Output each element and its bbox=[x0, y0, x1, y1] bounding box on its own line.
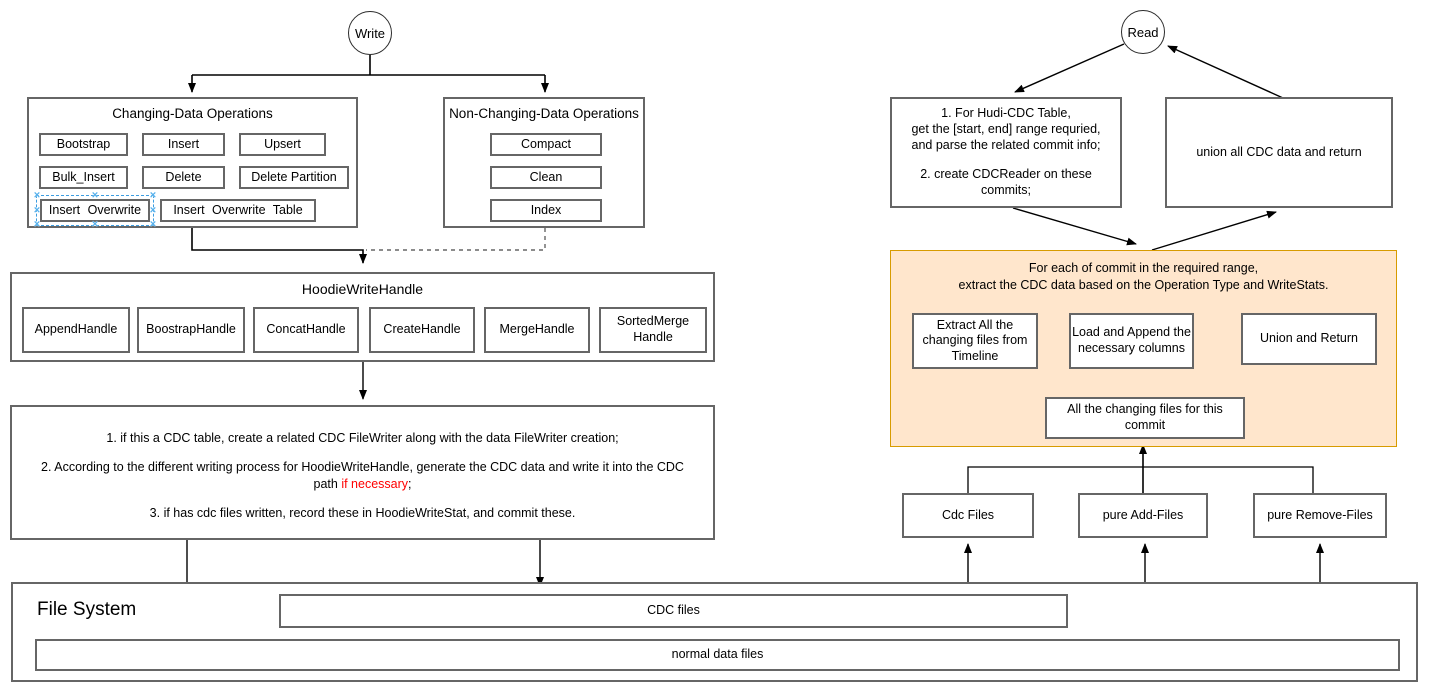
write-start-node[interactable]: Write bbox=[348, 11, 392, 55]
op-bootstrap-label: Bootstrap bbox=[56, 136, 111, 151]
op-delete[interactable]: Delete bbox=[142, 166, 225, 189]
boostrap-handle-label: BoostrapHandle bbox=[146, 322, 236, 337]
file-system-title: File System bbox=[37, 599, 137, 620]
op-compact[interactable]: Compact bbox=[490, 133, 602, 156]
op-compact-label: Compact bbox=[520, 136, 572, 151]
pure-remove-files-box[interactable]: pure Remove-Files bbox=[1253, 493, 1387, 538]
normal-data-files-store[interactable]: normal data files bbox=[35, 639, 1400, 671]
boostrap-handle[interactable]: BoostrapHandle bbox=[137, 307, 245, 353]
op-clean[interactable]: Clean bbox=[490, 166, 602, 189]
cdc-step-3: 3. if has cdc files written, record thes… bbox=[149, 505, 576, 520]
load-append-columns-box[interactable]: Load and Append the necessary columns bbox=[1069, 313, 1194, 369]
op-insert-overwrite-label: Insert Overwrite bbox=[48, 202, 142, 217]
selection-handle[interactable]: × bbox=[149, 189, 157, 202]
prepare-line-1: 1. For Hudi-CDC Table, bbox=[941, 106, 1071, 121]
normal-data-files-store-label: normal data files bbox=[671, 647, 764, 662]
pure-add-files-label: pure Add-Files bbox=[1102, 507, 1184, 522]
file-system-container[interactable]: File System CDC files normal data files bbox=[11, 582, 1418, 682]
op-bootstrap[interactable]: Bootstrap bbox=[39, 133, 128, 156]
changing-ops-group[interactable]: Changing-Data Operations Bootstrap Inser… bbox=[27, 97, 358, 231]
pure-add-files-box[interactable]: pure Add-Files bbox=[1078, 493, 1208, 538]
selection-handle[interactable]: × bbox=[149, 218, 157, 231]
load-append-columns-label: Load and Append the necessary columns bbox=[1072, 325, 1191, 355]
op-delete-partition[interactable]: Delete Partition bbox=[239, 166, 349, 189]
all-changing-files-box[interactable]: All the changing files for this commit bbox=[1045, 397, 1245, 439]
selection-handle[interactable]: × bbox=[149, 204, 157, 216]
write-label: Write bbox=[354, 25, 386, 41]
create-handle[interactable]: CreateHandle bbox=[369, 307, 475, 353]
cdc-files-group-box[interactable]: Cdc Files bbox=[902, 493, 1034, 538]
per-commit-title: For each of commit in the required range… bbox=[958, 261, 1329, 292]
pure-remove-files-label: pure Remove-Files bbox=[1267, 507, 1373, 522]
union-return-read-label: union all CDC data and return bbox=[1196, 144, 1362, 159]
union-and-return-box[interactable]: Union and Return bbox=[1241, 313, 1377, 365]
prepare-line-4: 2. create CDCReader on these bbox=[920, 167, 1092, 182]
cdc-files-store[interactable]: CDC files bbox=[279, 594, 1068, 628]
append-handle-label: AppendHandle bbox=[34, 322, 118, 337]
cdc-files-store-label: CDC files bbox=[647, 603, 700, 618]
op-upsert[interactable]: Upsert bbox=[239, 133, 326, 156]
merge-handle-label: MergeHandle bbox=[499, 322, 575, 337]
op-index[interactable]: Index bbox=[490, 199, 602, 222]
read-label: Read bbox=[1127, 24, 1159, 40]
extract-changing-files-label: Extract All the changing files from Time… bbox=[922, 317, 1028, 363]
all-changing-files-label: All the changing files for this commit bbox=[1067, 402, 1223, 432]
hoodie-write-handle-title: HoodieWriteHandle bbox=[301, 281, 424, 297]
cdc-write-steps-box[interactable]: 1. if this a CDC table, create a related… bbox=[10, 405, 715, 540]
cdc-files-group-label: Cdc Files bbox=[941, 507, 995, 522]
non-changing-ops-group[interactable]: Non-Changing-Data Operations Compact Cle… bbox=[443, 97, 645, 228]
union-and-return-label: Union and Return bbox=[1260, 331, 1358, 346]
merge-handle[interactable]: MergeHandle bbox=[484, 307, 590, 353]
changing-ops-title: Changing-Data Operations bbox=[112, 106, 273, 121]
extract-changing-files-box[interactable]: Extract All the changing files from Time… bbox=[912, 313, 1038, 369]
non-changing-ops-title: Non-Changing-Data Operations bbox=[449, 106, 639, 121]
op-delete-label: Delete bbox=[165, 169, 202, 184]
concat-handle-label: ConcatHandle bbox=[266, 322, 346, 337]
op-index-label: Index bbox=[530, 202, 562, 217]
op-insert-overwrite-table[interactable]: Insert Overwrite Table bbox=[160, 199, 316, 222]
op-bulk-insert-label: Bulk_Insert bbox=[52, 169, 115, 184]
op-insert-label: Insert bbox=[167, 136, 200, 151]
sorted-merge-handle[interactable]: SortedMerge Handle bbox=[599, 307, 707, 353]
union-return-read-box[interactable]: union all CDC data and return bbox=[1165, 97, 1393, 208]
op-delete-partition-label: Delete Partition bbox=[251, 169, 337, 184]
prepare-line-5: commits; bbox=[981, 182, 1031, 197]
create-handle-label: CreateHandle bbox=[383, 322, 461, 337]
cdc-step-1: 1. if this a CDC table, create a related… bbox=[106, 431, 619, 445]
if-necessary-highlight: if necessary bbox=[341, 476, 409, 491]
concat-handle[interactable]: ConcatHandle bbox=[253, 307, 359, 353]
prepare-line-3: and parse the related commit info; bbox=[911, 137, 1101, 152]
op-insert-overwrite[interactable]: Insert Overwrite bbox=[40, 199, 150, 222]
cdc-step-2: 2. According to the different writing pr… bbox=[41, 460, 684, 491]
op-insert-overwrite-table-label: Insert Overwrite Table bbox=[173, 202, 303, 217]
op-bulk-insert[interactable]: Bulk_Insert bbox=[39, 166, 128, 189]
read-start-node[interactable]: Read bbox=[1121, 10, 1165, 54]
hoodie-write-handle-group[interactable]: HoodieWriteHandle AppendHandle BoostrapH… bbox=[10, 272, 715, 362]
per-commit-extract-group[interactable]: For each of commit in the required range… bbox=[890, 250, 1397, 447]
prepare-line-2: get the [start, end] range requried, bbox=[911, 122, 1101, 137]
append-handle[interactable]: AppendHandle bbox=[22, 307, 130, 353]
op-upsert-label: Upsert bbox=[264, 136, 301, 151]
op-insert[interactable]: Insert bbox=[142, 133, 225, 156]
sorted-merge-handle-label: SortedMerge Handle bbox=[616, 314, 690, 344]
read-prepare-box[interactable]: 1. For Hudi-CDC Table, get the [start, e… bbox=[890, 97, 1122, 208]
op-clean-label: Clean bbox=[529, 169, 563, 184]
